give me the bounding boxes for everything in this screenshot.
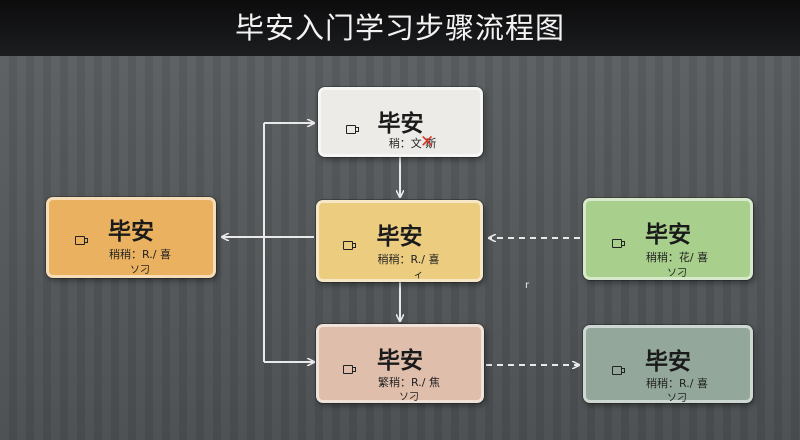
node-subtitle: 稍稍：花/ 喜 <box>645 251 709 264</box>
node-title: 毕安 <box>377 348 423 374</box>
node-subtitle: 稍稍：R./ 喜 <box>377 253 440 266</box>
diagram-title: 毕安入门学习步骤流程图 <box>234 11 565 45</box>
cup-icon <box>75 236 88 245</box>
title-bar: 毕安入门学习步骤流程图 <box>0 0 800 56</box>
node-title: 毕安 <box>376 224 423 250</box>
cup-icon <box>343 365 356 374</box>
connector-layer <box>0 56 580 440</box>
cup-icon <box>612 366 625 375</box>
node-right[interactable]: 毕安 稍稍：花/ 喜 ソ刁 <box>583 198 753 280</box>
node-subtitle: 稍稍：R./ 喜 <box>646 377 708 390</box>
cup-icon <box>346 125 359 134</box>
node-title: 毕安 <box>108 219 154 245</box>
node-bottom[interactable]: 毕安 繁稍：R./ 焦 ソ刁 <box>316 324 484 403</box>
node-title: 毕安 <box>377 111 424 137</box>
x-mark-icon: ✕ <box>420 132 435 152</box>
node-subtitle: 稍稍：R./ 喜 <box>109 248 171 261</box>
node-subtitle-2: ソ刁 <box>667 393 687 404</box>
node-mid[interactable]: 毕安 稍稍：R./ 喜 ィ <box>316 200 483 282</box>
node-subtitle: 稍：文 斯 <box>388 137 437 150</box>
node-left[interactable]: 毕安 稍稍：R./ 喜 ソ刁 <box>46 197 216 278</box>
cup-icon <box>612 239 625 248</box>
node-subtitle: 繁稍：R./ 焦 <box>378 376 440 389</box>
cup-icon <box>343 241 356 250</box>
node-subtitle-2: ソ刁 <box>399 392 419 403</box>
node-subtitle-2: ソ刁 <box>130 265 150 276</box>
node-subtitle-2: ィ <box>413 270 424 281</box>
edge-label: r <box>525 280 530 291</box>
node-subtitle-2: ソ刁 <box>667 268 687 279</box>
node-title: 毕安 <box>645 222 691 248</box>
node-bottom-right[interactable]: 毕安 稍稍：R./ 喜 ソ刁 <box>583 325 753 404</box>
node-title: 毕安 <box>645 349 691 375</box>
node-top[interactable]: 毕安 稍：文 斯 ✕ <box>318 87 483 157</box>
